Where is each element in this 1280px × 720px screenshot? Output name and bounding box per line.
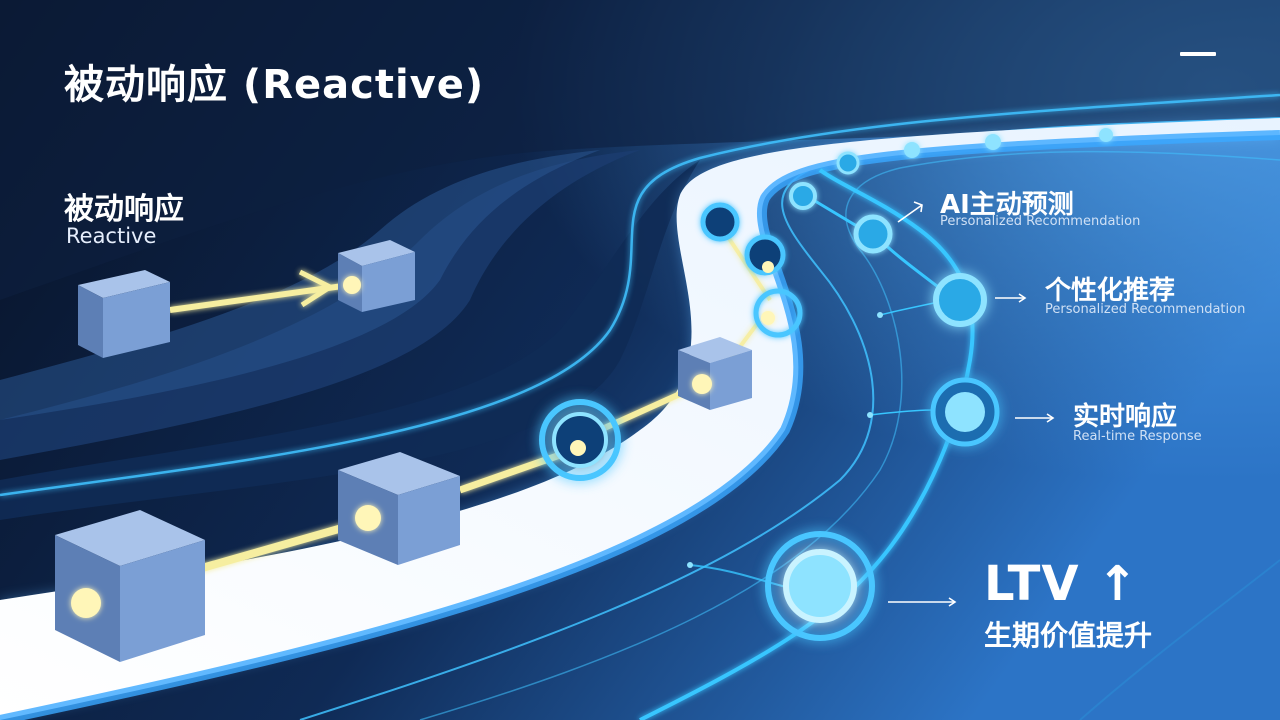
beam-dot: [355, 505, 381, 531]
node-ai-prediction: [853, 214, 893, 254]
beam-dot: [692, 374, 712, 394]
road: [0, 118, 1280, 720]
wave-band-4: [0, 160, 700, 520]
ltv-label-cn: 生期价值提升: [984, 619, 1153, 652]
node-road-small-3: [753, 288, 803, 338]
ltv-label: LTV ↑: [984, 556, 1139, 612]
wave-band-3: [0, 150, 600, 420]
node-road-main: [539, 399, 621, 481]
cube-road: [678, 337, 752, 410]
cube-top-left: [78, 270, 170, 358]
left-label-en: Reactive: [66, 224, 157, 248]
left-label-cn: 被动响应: [64, 192, 184, 227]
small-node: [687, 562, 693, 568]
label-personalized: 个性化推荐: [1045, 276, 1176, 306]
label-ai-prediction-en: Personalized Recommendation: [940, 214, 1141, 229]
road-edge: [0, 130, 1280, 720]
node-ltv: [765, 531, 875, 641]
cube-bottom-middle: [338, 452, 460, 565]
small-node: [867, 412, 873, 418]
label-ai-prediction: AI主动预测: [940, 190, 1074, 220]
small-node: [877, 312, 883, 318]
label-arrows: [888, 201, 1055, 607]
label-realtime-en: Real-time Response: [1073, 429, 1202, 444]
label-realtime: 实时响应: [1073, 402, 1178, 432]
wave-band-1: [0, 0, 1280, 300]
label-personalized-en: Personalized Recommendation: [1045, 302, 1246, 317]
cyan-curve-3: [419, 150, 1280, 720]
ltv-curve-right: [1079, 559, 1280, 720]
node-road-small-1: [700, 202, 740, 242]
menu-icon[interactable]: [1180, 52, 1216, 56]
beam-dot: [71, 588, 101, 618]
node-realtime: [930, 377, 1000, 447]
beam-top: [169, 282, 351, 313]
cube-bottom-left: [55, 510, 205, 662]
beam-dot: [343, 276, 361, 294]
cube-top-right: [338, 240, 415, 312]
node-link-4: [869, 409, 936, 416]
beam-top-arrow: [298, 269, 336, 308]
node-dots-top: [789, 128, 1113, 210]
node-personalized: [933, 273, 987, 327]
node-road-small-2: [744, 234, 786, 276]
slide-title: 被动响应 (Reactive): [64, 62, 485, 108]
cyan-curve-1: [0, 93, 1280, 497]
